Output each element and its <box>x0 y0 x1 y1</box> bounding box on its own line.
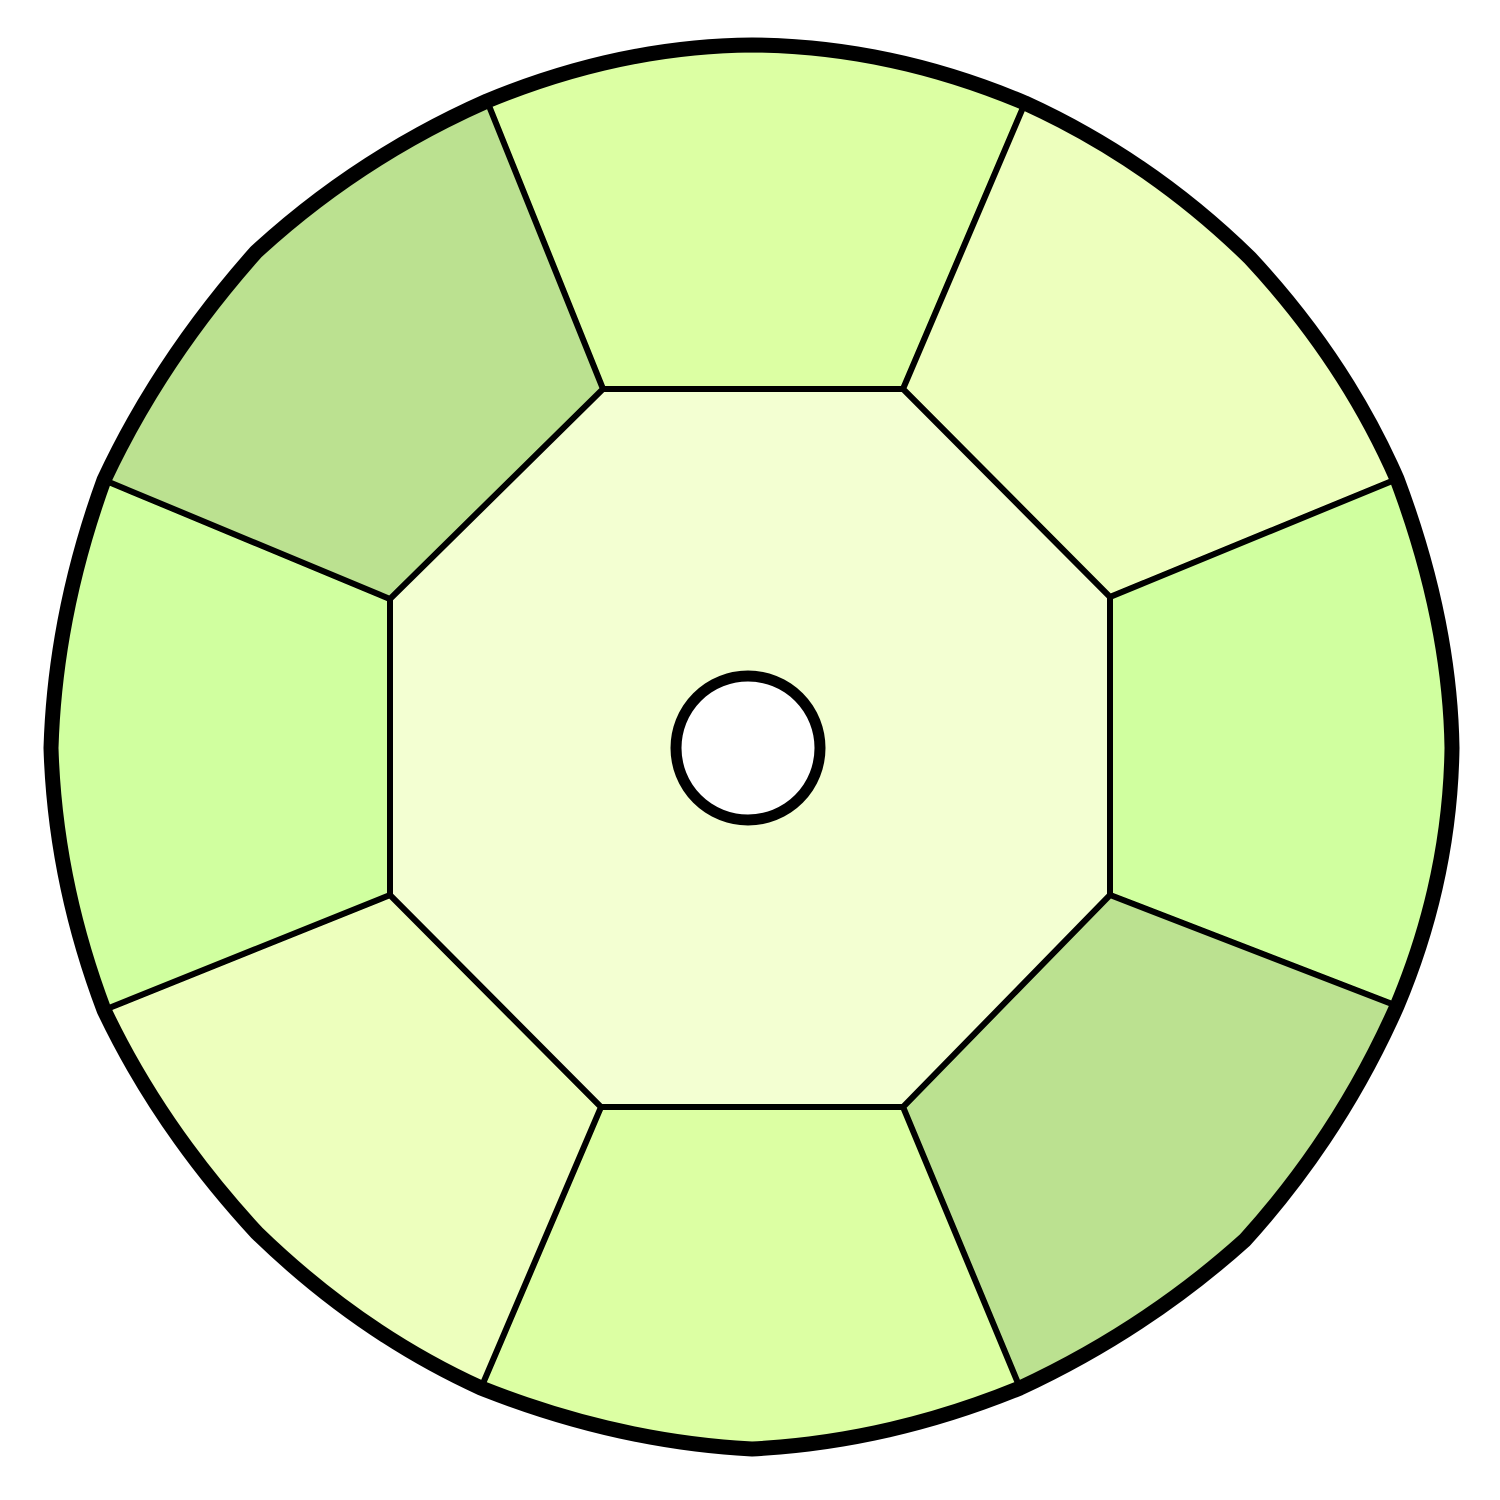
center-hole <box>670 670 826 826</box>
outer-rim <box>43 37 1460 1457</box>
